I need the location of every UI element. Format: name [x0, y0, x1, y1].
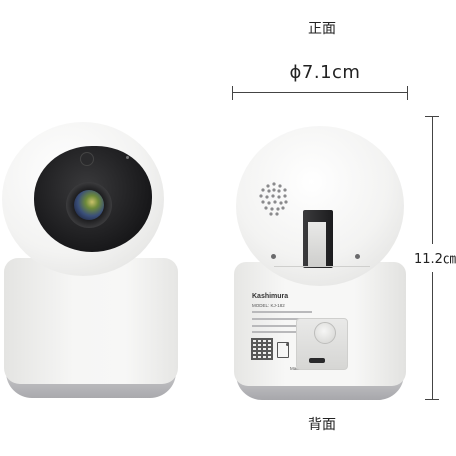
height-dimension-gap	[428, 244, 438, 272]
spec-line	[252, 311, 312, 313]
certification-mark-icon	[277, 342, 289, 358]
height-dimension-tick-top	[425, 116, 439, 117]
tilt-slot-inner	[308, 222, 326, 266]
width-dimension-tick-left	[232, 86, 233, 100]
screw-right	[355, 254, 360, 259]
speaker-grille-icon	[259, 182, 288, 216]
width-dimension-line	[232, 92, 408, 93]
back-view-label: 背面	[308, 417, 336, 433]
front-camera-base	[4, 258, 178, 384]
width-label: ϕ7.1cm	[289, 62, 361, 83]
model-label: MODEL: KJ-182	[252, 303, 285, 308]
spec-line	[252, 331, 308, 333]
camera-lens	[74, 190, 104, 220]
front-view-label: 正面	[308, 21, 336, 37]
spec-line	[252, 325, 296, 327]
reset-hole	[286, 343, 289, 346]
qr-code	[251, 338, 273, 360]
height-dimension-tick-bottom	[425, 399, 439, 400]
head-base-seam	[274, 266, 370, 267]
usb-port	[309, 358, 325, 363]
light-sensor	[80, 152, 94, 166]
cover-knob	[314, 322, 336, 344]
status-led	[126, 156, 129, 159]
width-dimension-tick-right	[407, 86, 408, 100]
brand-label: Kashimura	[252, 293, 289, 300]
spec-line	[252, 318, 302, 320]
screw-left	[271, 254, 276, 259]
height-label: 11.2㎝	[414, 252, 456, 267]
